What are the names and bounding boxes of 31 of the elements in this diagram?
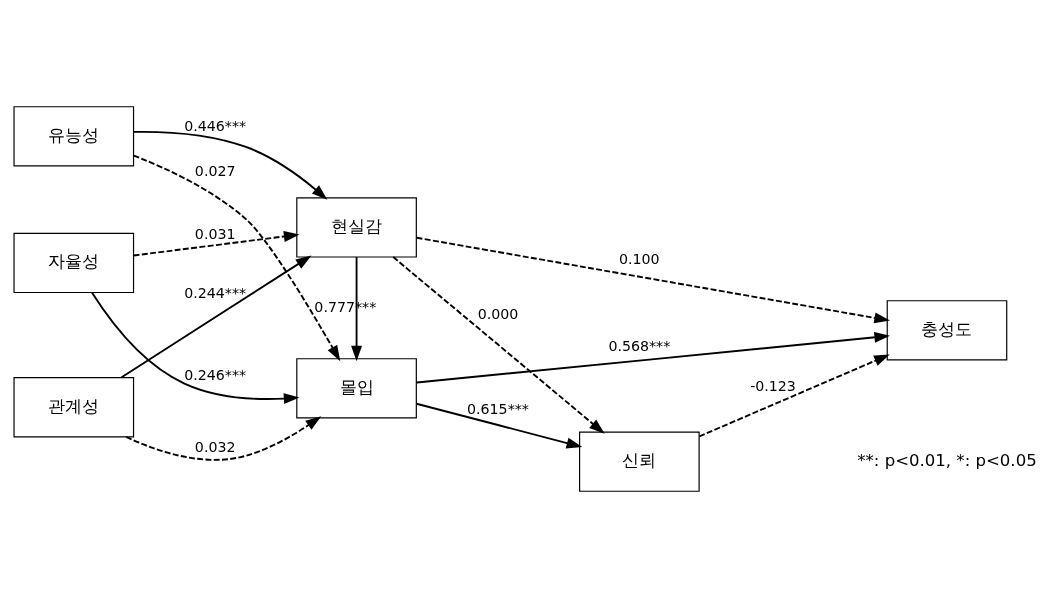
arrow (120, 255, 312, 379)
edge-label: 0.027 (194, 163, 236, 180)
edge-label: 0.100 (619, 250, 660, 267)
node-box: 충성도 (886, 300, 1008, 361)
arrow (415, 402, 583, 449)
node-box: 자율성 (13, 232, 135, 294)
edge-label: 0.000 (477, 306, 519, 323)
arrow (698, 354, 890, 438)
arrow (351, 256, 363, 362)
arrow (90, 291, 300, 405)
node-box: 몰입 (296, 358, 417, 419)
node-box: 유능성 (13, 106, 135, 167)
arrow (132, 231, 300, 257)
label: **: p<0.01, *: p<0.05 (857, 451, 1037, 471)
node-box: 현실감 (296, 197, 417, 258)
edge-label: 0.032 (194, 438, 236, 455)
edge-label: 0.568*** (608, 338, 671, 355)
edge-label: -0.123 (750, 378, 796, 395)
edge-label: 0.246*** (184, 366, 247, 383)
arrow (132, 154, 341, 362)
node-box: 관계성 (13, 377, 135, 438)
node-box: 신뢰 (579, 431, 700, 492)
edge-label: 0.446*** (184, 118, 247, 135)
arrow (415, 331, 891, 384)
arrow (132, 130, 328, 200)
edge-label: 0.615*** (467, 400, 529, 417)
edge-label: 0.031 (194, 225, 236, 242)
arrow (125, 416, 322, 461)
edge-label: 0.244*** (184, 284, 247, 301)
arrow (392, 256, 605, 434)
arrow (415, 236, 890, 324)
